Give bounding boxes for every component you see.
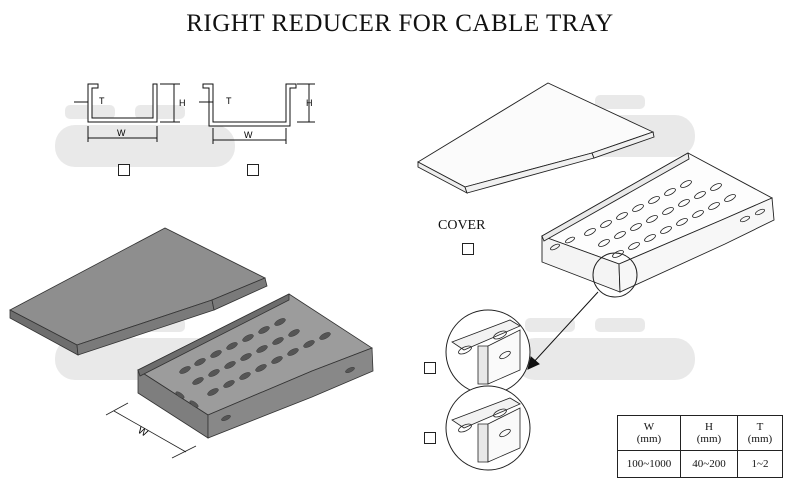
cover-solid	[9, 227, 268, 356]
spec-header-h-unit: (mm)	[696, 433, 722, 445]
tray-w-label: W	[136, 425, 150, 440]
spec-header-h: H (mm)	[680, 415, 738, 451]
spec-value-w: 100~1000	[617, 450, 681, 478]
profile-section-flanged	[199, 83, 315, 144]
spec-header-t-unit: (mm)	[747, 433, 773, 445]
tray-reducer-outline	[540, 152, 775, 293]
detail-arrow	[527, 291, 599, 370]
profile1-checkbox[interactable]	[118, 164, 130, 176]
detail2-checkbox[interactable]	[424, 432, 436, 444]
spec-table: W (mm) H (mm) T (mm) 100~1000 40~200 1~2	[617, 415, 783, 478]
spec-value-row: 100~1000 40~200 1~2	[617, 450, 783, 478]
detail-callout-circle	[592, 252, 638, 298]
spec-header-h-name: H	[705, 421, 713, 433]
profile-section-lipped	[74, 83, 180, 142]
spec-value-h: 40~200	[680, 450, 738, 478]
profile2-checkbox[interactable]	[247, 164, 259, 176]
tray-slots-outline	[550, 180, 766, 258]
profile2-w-label: W	[244, 130, 253, 140]
tray-slots-solid	[175, 318, 355, 421]
cover-label: COVER	[438, 218, 486, 233]
spec-value-t: 1~2	[737, 450, 783, 478]
profile2-h-label: H	[306, 98, 313, 108]
spec-header-w-unit: (mm)	[636, 433, 662, 445]
profile1-t-label: T	[99, 96, 105, 106]
profile1-w-label: W	[117, 128, 126, 138]
spec-header-w: W (mm)	[617, 415, 681, 451]
spec-header-row: W (mm) H (mm) T (mm)	[617, 415, 783, 451]
cover-checkbox[interactable]	[462, 243, 474, 255]
tray-w-dimension	[105, 402, 197, 459]
tray-reducer-solid	[137, 293, 374, 439]
spec-header-t-name: T	[756, 421, 764, 433]
detail1-checkbox[interactable]	[424, 362, 436, 374]
profile1-h-label: H	[179, 98, 186, 108]
detail-zoom-lipped	[445, 309, 531, 395]
spec-header-t: T (mm)	[737, 415, 783, 451]
detail-zoom-flanged	[445, 385, 531, 471]
spec-header-w-name: W	[643, 421, 655, 433]
profile2-t-label: T	[226, 96, 232, 106]
cover-outline	[417, 82, 655, 194]
page-title: RIGHT REDUCER FOR CABLE TRAY	[186, 10, 614, 37]
